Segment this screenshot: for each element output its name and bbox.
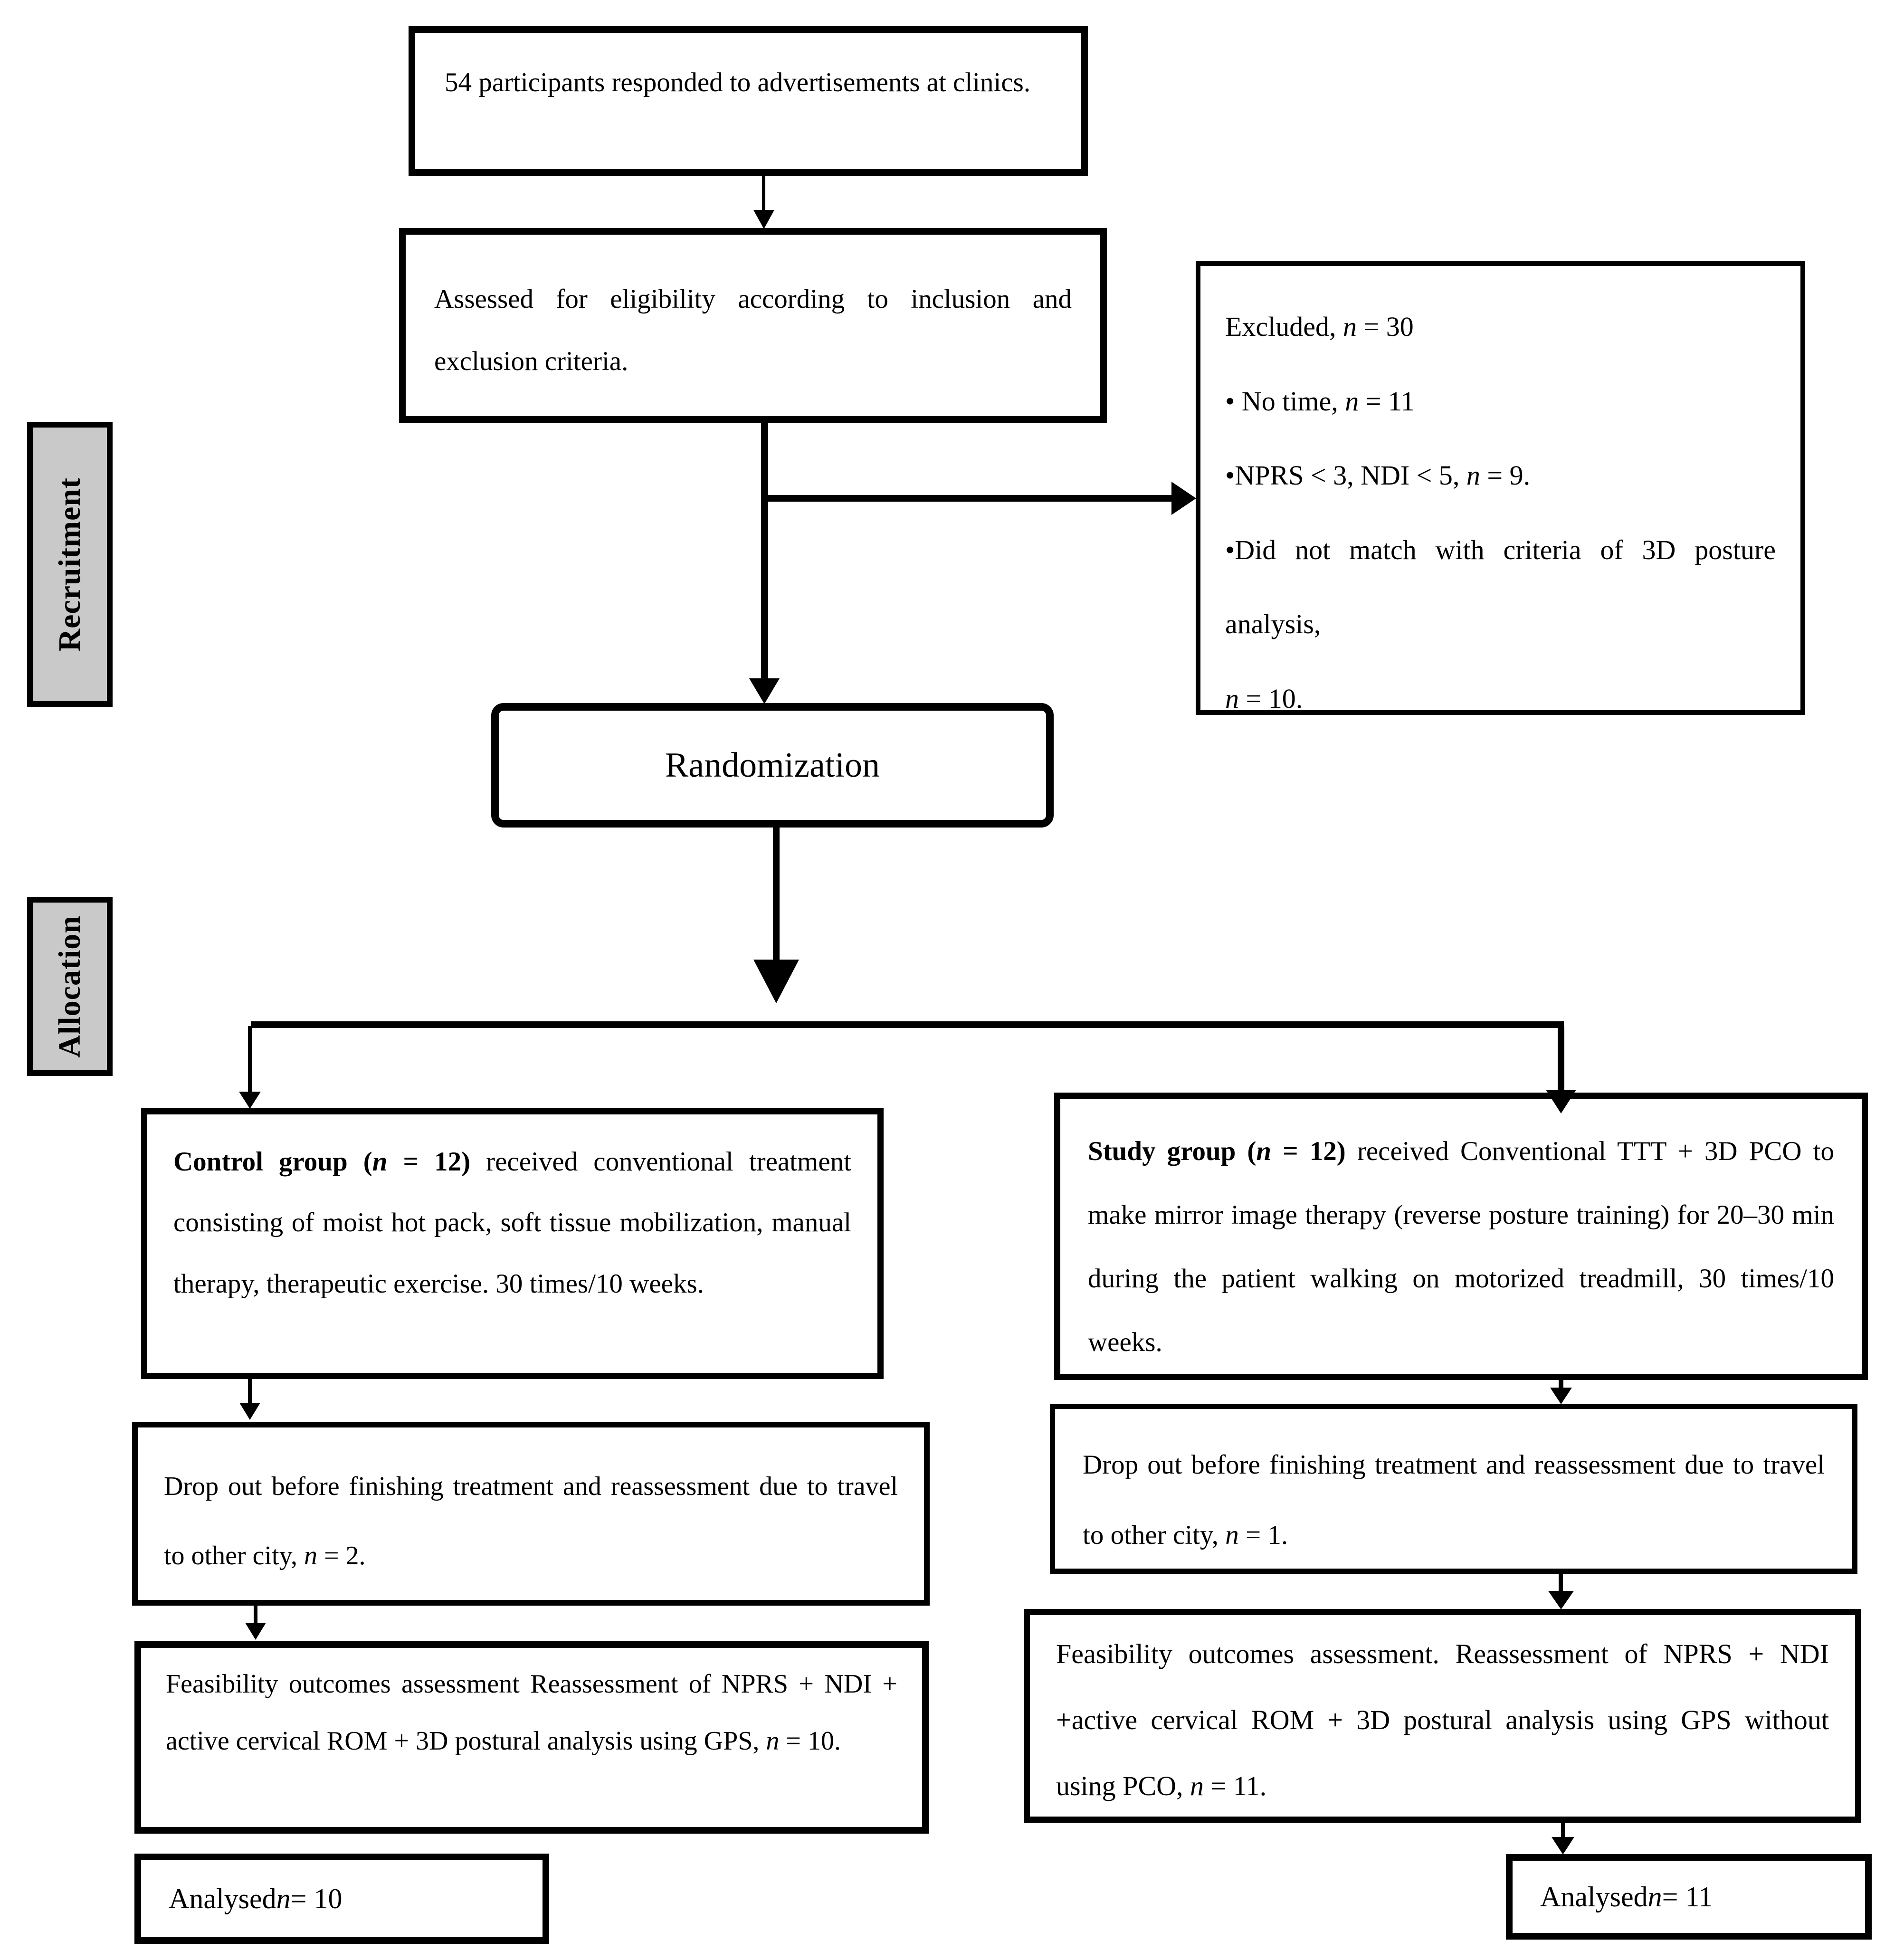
text-run: = 9. — [1480, 460, 1531, 491]
text-run: Control group ( — [173, 1147, 372, 1177]
text-run: = 10. — [1239, 683, 1303, 714]
allocation-distribution-bar — [251, 1021, 1564, 1028]
text-run: = 30 — [1357, 311, 1414, 342]
flow-box-feasibility-control: Feasibility outcomes assessment Reassess… — [134, 1641, 929, 1834]
text-run: n — [1190, 1770, 1204, 1802]
text-run: n — [1647, 1881, 1662, 1912]
text-run: Drop out before finishing treatment and … — [164, 1472, 898, 1570]
text-run: = 11 — [1662, 1881, 1713, 1912]
text-run: Feasibility outcomes assessment. Reasses… — [1056, 1638, 1829, 1802]
text-run: Analysed — [169, 1883, 276, 1914]
text-run: n — [1345, 385, 1359, 417]
text-run: received conventional treatment consisti… — [173, 1147, 851, 1299]
text-run: Drop out before finishing treatment and … — [1083, 1450, 1825, 1551]
connector-responded-assessed-line — [762, 176, 765, 212]
flow-box-control-group: Control group (n = 12) received conventi… — [141, 1108, 884, 1379]
text-run: = 11 — [1359, 385, 1415, 417]
connector-split-control-line — [248, 1026, 252, 1093]
text-run: Randomization — [665, 745, 880, 785]
flow-box-dropout-control: Drop out before finishing treatment and … — [132, 1422, 930, 1606]
stage-label-allocation: Allocation — [27, 897, 113, 1076]
text-run: = 10 — [290, 1883, 343, 1914]
connector-randomization-split-line — [773, 828, 780, 961]
text-run: n — [1256, 1136, 1272, 1166]
text-run: Study group ( — [1088, 1136, 1257, 1166]
connector-dropout-feasibility-study-arrowhead — [1548, 1591, 1574, 1609]
text-run: n — [1225, 683, 1239, 714]
connector-assessed-randomization-arrowhead — [749, 678, 780, 704]
text-run: •NPRS < 3, NDI < 5, — [1225, 460, 1466, 491]
connector-branch-excluded-arrowhead — [1171, 482, 1196, 515]
text-run: = 10. — [779, 1726, 841, 1756]
text-run: = 2. — [317, 1541, 366, 1570]
text-run: = 12) — [387, 1147, 471, 1177]
text-run: = 1. — [1238, 1520, 1288, 1551]
flow-box-study-group: Study group (n = 12) received Convention… — [1054, 1093, 1868, 1380]
text-run: received Conventional TTT + 3D PCO to ma… — [1088, 1136, 1834, 1357]
connector-feasibility-analysed-study-line — [1561, 1823, 1565, 1838]
text-run: • No time, — [1225, 385, 1345, 417]
excluded-line: Excluded, n = 30 — [1225, 290, 1776, 364]
connector-split-control-arrowhead — [239, 1092, 261, 1109]
connector-dropout-feasibility-study-line — [1559, 1574, 1563, 1592]
flow-box-randomization: Randomization — [491, 703, 1054, 828]
text-run: Feasibility outcomes assessment Reassess… — [166, 1669, 897, 1756]
text-run: Analysed — [1540, 1881, 1648, 1912]
connector-study-dropout-line — [1559, 1380, 1563, 1389]
connector-split-study-line — [1558, 1026, 1564, 1092]
text-run: 54 participants responded to advertiseme… — [445, 67, 1031, 97]
text-run: •Did not match with criteria of 3D postu… — [1225, 534, 1776, 640]
connector-control-dropout-arrowhead — [239, 1403, 260, 1420]
text-run: = 11. — [1204, 1770, 1267, 1802]
text-run: n — [766, 1726, 780, 1756]
connector-branch-excluded-line — [765, 495, 1173, 502]
connector-split-study-arrowhead — [1546, 1090, 1576, 1113]
connector-randomization-split-arrowhead — [753, 960, 799, 1003]
connector-dropout-feasibility-control-line — [254, 1606, 257, 1624]
flow-box-analysed-study: Analysed n = 11 — [1506, 1854, 1872, 1940]
text-run: n — [1343, 311, 1357, 342]
excluded-line: n = 10. — [1225, 662, 1776, 714]
text-run: = 12) — [1271, 1136, 1346, 1166]
stage-label-recruitment-text: Recruitment — [52, 477, 87, 652]
excluded-line: •Did not match with criteria of 3D postu… — [1225, 513, 1776, 662]
flow-box-feasibility-study: Feasibility outcomes assessment. Reasses… — [1024, 1609, 1861, 1823]
text-run: n — [276, 1883, 291, 1914]
connector-assessed-randomization-line — [761, 423, 768, 679]
flow-box-responded: 54 participants responded to advertiseme… — [409, 26, 1088, 176]
stage-label-allocation-text: Allocation — [52, 915, 87, 1058]
connector-responded-assessed-arrowhead — [753, 210, 774, 229]
text-run: Excluded, — [1225, 311, 1343, 342]
flow-box-dropout-study: Drop out before finishing treatment and … — [1050, 1404, 1857, 1574]
text-run: n — [372, 1147, 388, 1177]
flow-box-excluded: Excluded, n = 30 • No time, n = 11 •NPRS… — [1196, 261, 1805, 715]
connector-dropout-feasibility-control-arrowhead — [245, 1623, 266, 1640]
text-run: n — [1225, 1520, 1239, 1551]
text-run: n — [1466, 460, 1480, 491]
flow-box-assessed: Assessed for eligibility according to in… — [399, 228, 1107, 423]
excluded-line: •NPRS < 3, NDI < 5, n = 9. — [1225, 438, 1776, 513]
flow-box-analysed-control: Analysed n = 10 — [134, 1854, 549, 1944]
text-run: n — [304, 1541, 317, 1570]
connector-control-dropout-line — [248, 1379, 252, 1404]
excluded-line: • No time, n = 11 — [1225, 364, 1776, 439]
text-run: Assessed for eligibility according to in… — [434, 284, 1072, 377]
stage-label-recruitment: Recruitment — [27, 422, 113, 707]
connector-study-dropout-arrowhead — [1550, 1388, 1572, 1404]
connector-feasibility-analysed-study-arrowhead — [1552, 1837, 1574, 1855]
